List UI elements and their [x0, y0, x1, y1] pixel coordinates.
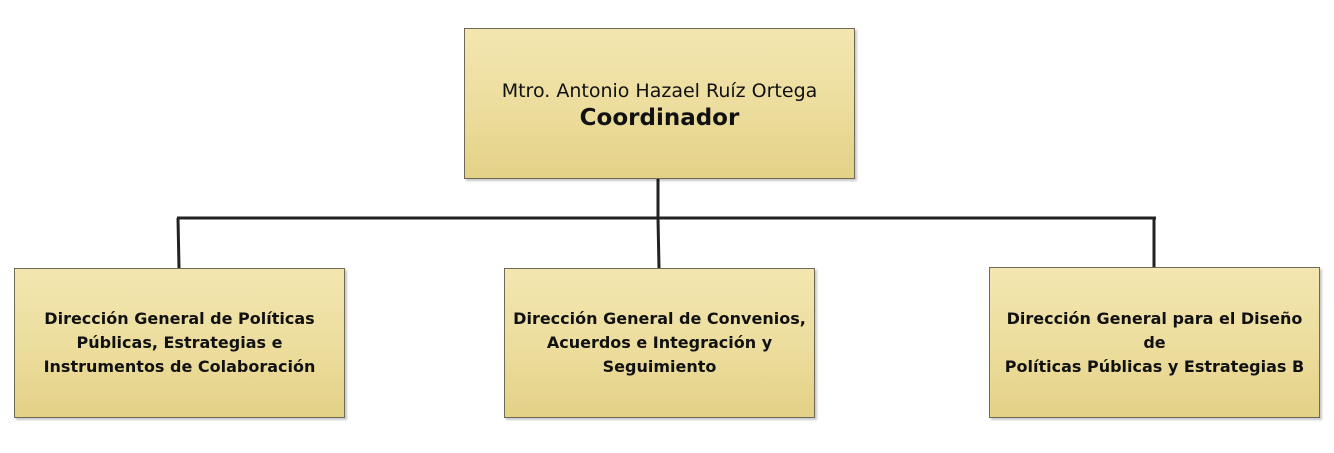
connector-child-1 [176, 217, 181, 269]
coordinator-role: Coordinador [579, 104, 740, 131]
directorate-box-convenios: Dirección General de Convenios, Acuerdos… [504, 268, 815, 418]
coordinator-box: Mtro. Antonio Hazael Ruíz Ortega Coordin… [464, 28, 855, 179]
coordinator-name: Mtro. Antonio Hazael Ruíz Ortega [501, 79, 818, 102]
connector-child-2 [656, 217, 661, 269]
directorate-box-diseno: Dirección General para el Diseño de Polí… [989, 267, 1320, 418]
directorate-label: Dirección General de Convenios, Acuerdos… [513, 309, 806, 376]
directorate-label: Dirección General de Políticas Públicas,… [43, 309, 316, 376]
directorate-label: Dirección General para el Diseño de Polí… [1004, 308, 1305, 376]
directorate-box-politicas: Dirección General de Políticas Públicas,… [14, 268, 345, 418]
